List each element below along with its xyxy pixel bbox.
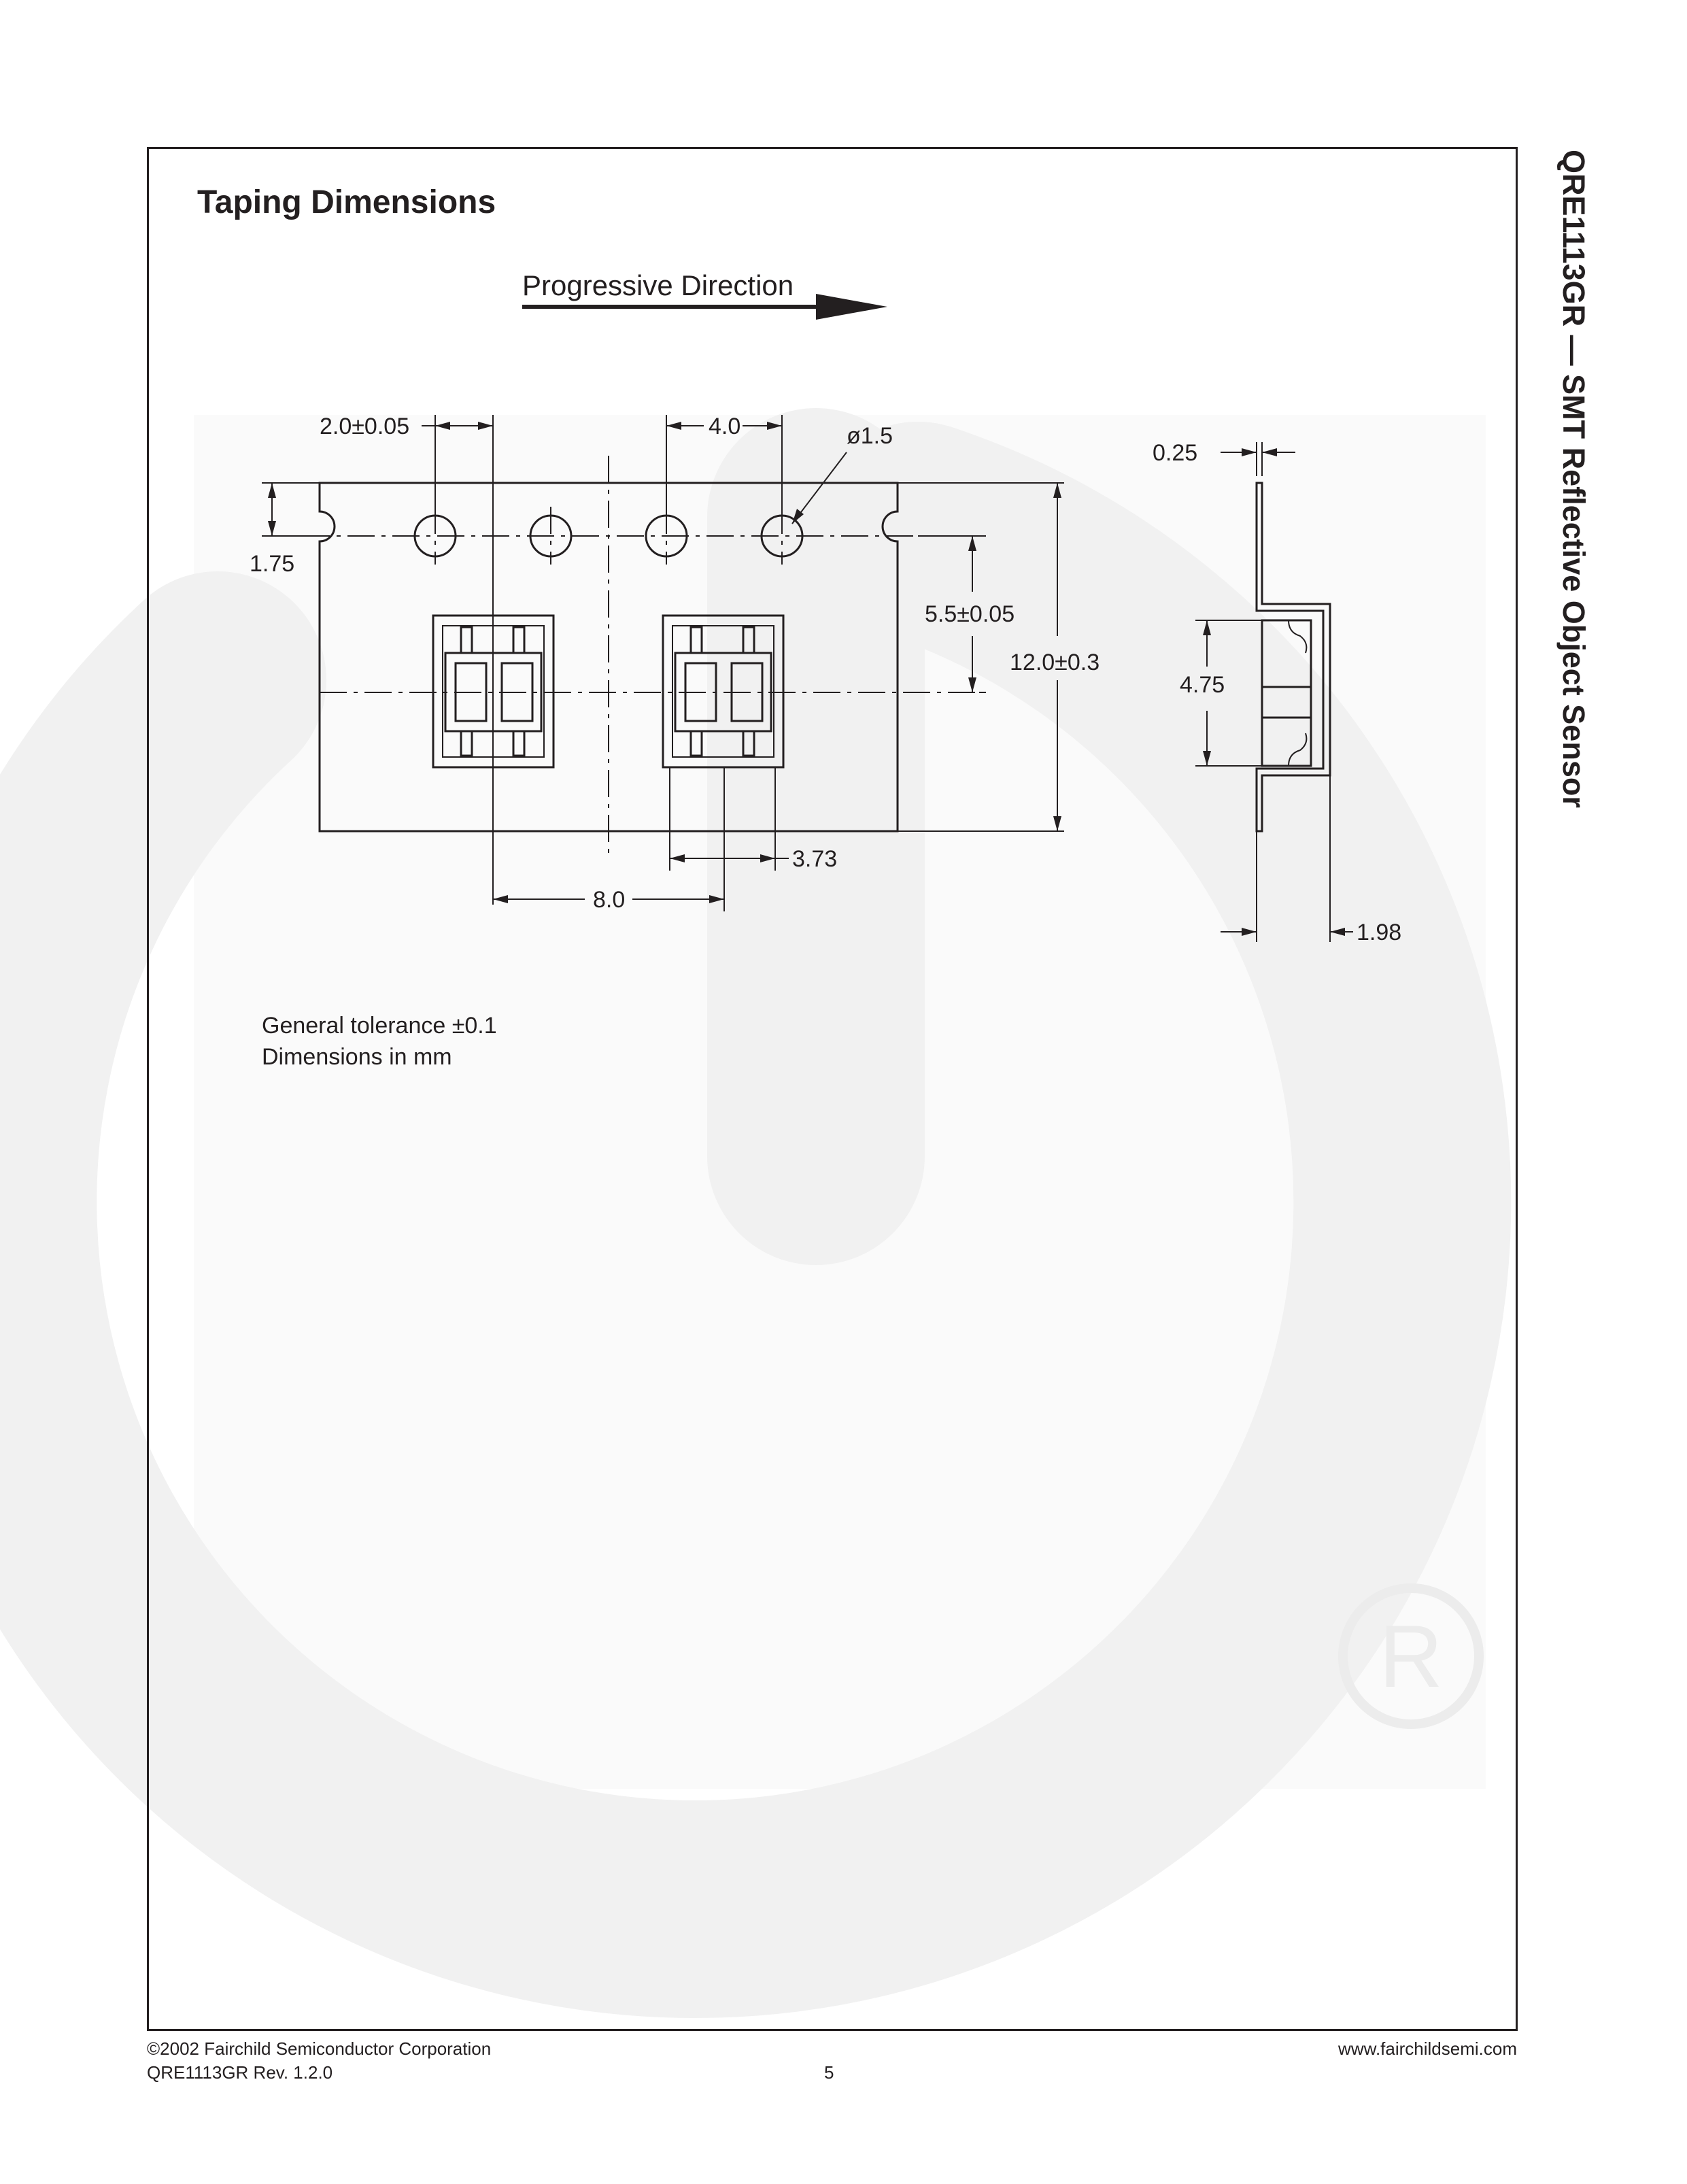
dim-label-diameter: ø1.5 — [847, 423, 893, 449]
dim-hole-diameter — [791, 452, 847, 524]
tolerance-note: General tolerance ±0.1 — [262, 1013, 497, 1039]
drawing-notes: General tolerance ±0.1 Dimensions in mm — [262, 1010, 497, 1073]
dim-label-4.75: 4.75 — [1180, 672, 1225, 698]
units-note: Dimensions in mm — [262, 1044, 452, 1070]
page-frame — [147, 147, 1518, 2031]
tape-side-view — [1255, 482, 1331, 833]
section-title: Taping Dimensions — [197, 184, 496, 220]
dim-label-3.73: 3.73 — [792, 846, 837, 872]
footer-revision: QRE1113GR Rev. 1.2.0 — [147, 2062, 333, 2083]
dim-label-4.0: 4.0 — [709, 414, 740, 439]
dim-label-2.0: 2.0±0.05 — [320, 414, 409, 439]
dim-label-0.25: 0.25 — [1153, 440, 1197, 466]
dim-label-5.5: 5.5±0.05 — [925, 601, 1015, 627]
dim-pitch-hole-to-pocket — [422, 415, 494, 905]
dim-pocket-width — [669, 767, 789, 871]
dim-hole-pitch — [666, 415, 783, 514]
dim-pocket-pitch — [493, 767, 725, 911]
dim-pocket-depth — [1221, 775, 1353, 942]
dim-tape-thickness — [1221, 442, 1295, 476]
pocket-2 — [662, 614, 785, 769]
svg-text:R: R — [1379, 1607, 1443, 1706]
footer-website[interactable]: www.fairchildsemi.com — [1338, 2038, 1517, 2059]
dim-label-1.75: 1.75 — [250, 551, 294, 577]
progressive-direction-label: Progressive Direction — [522, 269, 794, 301]
center-lines — [303, 456, 979, 857]
dim-edge-to-hole — [262, 482, 320, 537]
progressive-direction-arrow — [522, 294, 887, 320]
dim-pocket-length — [1195, 620, 1262, 767]
registered-mark-icon — [1338, 1583, 1484, 1729]
dim-label-8.0: 8.0 — [593, 887, 625, 913]
dim-label-12.0: 12.0±0.3 — [1010, 650, 1100, 675]
footer-copyright: ©2002 Fairchild Semiconductor Corporatio… — [147, 2038, 492, 2059]
dim-tape-width — [898, 482, 1064, 832]
footer-page-number: 5 — [824, 2062, 834, 2083]
dim-label-1.98: 1.98 — [1357, 920, 1401, 945]
dim-hole-to-pocket-center — [918, 535, 986, 693]
